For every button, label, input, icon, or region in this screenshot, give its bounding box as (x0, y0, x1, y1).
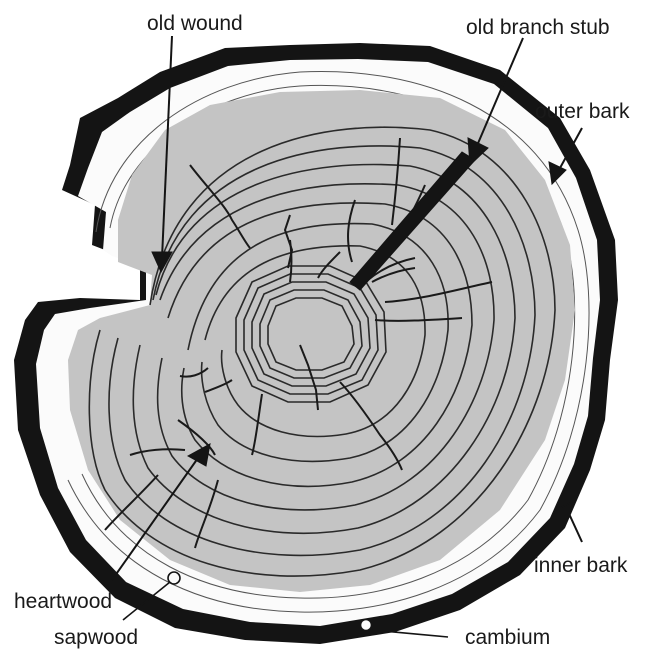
label-cambium: cambium (465, 626, 550, 649)
label-old-wound: old wound (147, 12, 243, 35)
label-outer-bark: outer bark (535, 100, 630, 123)
label-sapwood: sapwood (54, 626, 138, 649)
label-inner-bark: inner bark (534, 554, 628, 577)
trunk-cross-section (14, 43, 618, 644)
label-old-branch-stub: old branch stub (466, 16, 610, 39)
label-heartwood: heartwood (14, 590, 112, 613)
